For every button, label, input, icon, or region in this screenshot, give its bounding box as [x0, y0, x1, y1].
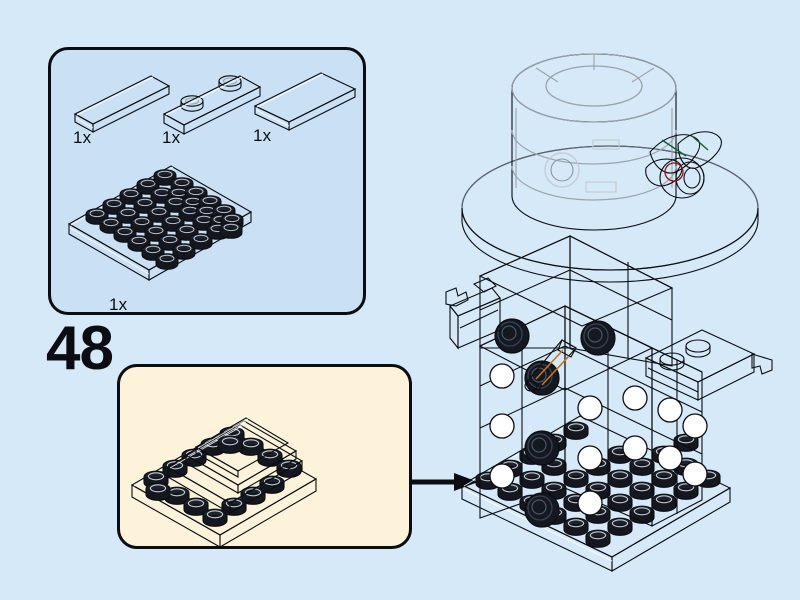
part-quantity: 1x [162, 128, 181, 147]
step-number: 48 [46, 314, 114, 383]
sub-assembly-callout-box [117, 364, 412, 549]
right-arm [644, 329, 773, 401]
parts-callout-box: 1x 1x [48, 47, 366, 315]
assembly-arrow [412, 472, 480, 492]
part-quantity: 1x [73, 128, 92, 147]
snowman-head [478, 235, 674, 392]
holly-sprig [645, 131, 722, 199]
part-quantity: 1x [253, 126, 272, 145]
part-plate-6x6-black: 1x [61, 150, 261, 314]
carrot-nose [524, 339, 577, 392]
callout-assembly-drawing [130, 417, 318, 548]
part-quantity: 1x [109, 295, 128, 314]
part-plate-1x4-2studs-black: 1x [156, 68, 271, 147]
top-hat [461, 53, 759, 283]
part-tile-2x4-black: 1x [249, 64, 364, 145]
part-tile-1x4-black: 1x [65, 68, 175, 147]
left-arm [445, 277, 501, 350]
main-model-snowman [440, 48, 790, 572]
coal-eyes [494, 318, 616, 356]
